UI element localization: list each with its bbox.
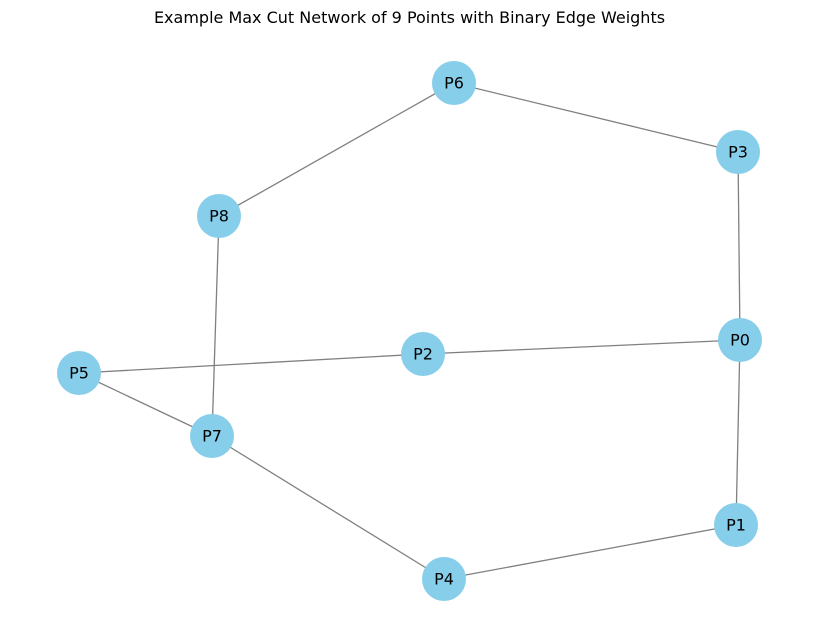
- node-label: P3: [728, 143, 748, 162]
- edge-p6-p8: [218, 82, 455, 217]
- node-p6: P6: [432, 61, 476, 105]
- node-p8: P8: [197, 194, 241, 238]
- edge-p7-p4: [211, 435, 445, 580]
- edge-p3-p0: [737, 151, 741, 341]
- node-p4: P4: [422, 557, 466, 601]
- edge-p0-p1: [735, 339, 741, 526]
- node-circle: [401, 332, 445, 376]
- edge-p6-p3: [453, 82, 739, 153]
- node-label: P4: [434, 570, 454, 589]
- node-label: P8: [209, 207, 229, 226]
- node-p0: P0: [718, 318, 762, 362]
- node-p7: P7: [190, 414, 234, 458]
- node-circle: [57, 351, 101, 395]
- node-p1: P1: [714, 503, 758, 547]
- edge-p5-p2: [78, 353, 424, 374]
- node-label: P2: [413, 345, 433, 364]
- node-circle: [716, 130, 760, 174]
- node-circle: [718, 318, 762, 362]
- node-circle: [197, 194, 241, 238]
- node-label: P7: [202, 427, 222, 446]
- edge-p2-p0: [422, 339, 741, 355]
- node-label: P1: [726, 516, 746, 535]
- edge-p4-p1: [443, 524, 737, 580]
- node-circle: [714, 503, 758, 547]
- page-title: Example Max Cut Network of 9 Points with…: [153, 8, 666, 27]
- node-p3: P3: [716, 130, 760, 174]
- node-label: P0: [730, 331, 750, 350]
- node-p2: P2: [401, 332, 445, 376]
- node-circle: [432, 61, 476, 105]
- edges-layer: [78, 82, 741, 580]
- edge-p5-p7: [78, 372, 213, 437]
- edge-p8-p7: [211, 215, 220, 437]
- node-label: P5: [69, 364, 89, 383]
- node-label: P6: [444, 74, 464, 93]
- node-circle: [422, 557, 466, 601]
- node-p5: P5: [57, 351, 101, 395]
- node-circle: [190, 414, 234, 458]
